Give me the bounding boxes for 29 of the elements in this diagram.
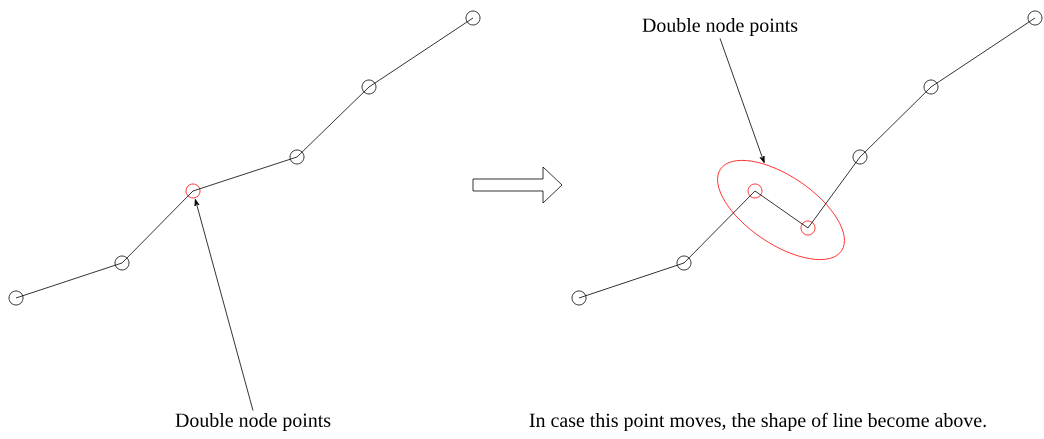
node-circle [923, 79, 939, 95]
node-circle [465, 10, 481, 26]
node-circle [114, 255, 130, 271]
node-circle [8, 290, 24, 306]
line-segment [807, 156, 861, 229]
line-segment [683, 190, 756, 264]
node-circle [185, 183, 201, 199]
line-segment [192, 156, 298, 192]
node-circle [747, 183, 763, 199]
line-segment [754, 190, 809, 229]
line-segment [368, 17, 474, 88]
node-circle [676, 255, 692, 271]
line-segment [15, 262, 123, 299]
arrow [194, 198, 254, 411]
node-label: Double node points [642, 17, 798, 36]
line-segment [121, 190, 194, 264]
node-circle [852, 149, 868, 165]
line-segment [930, 17, 1036, 88]
node-circle [1027, 10, 1043, 26]
line-segment [859, 86, 932, 158]
line-segment [578, 262, 685, 299]
line-segment [296, 86, 370, 158]
node-circle [361, 79, 377, 95]
node-circle [571, 290, 587, 306]
node-circle [800, 220, 816, 236]
node-label: Double node points [175, 412, 331, 431]
node-circle [289, 149, 305, 165]
arrow [719, 38, 765, 164]
caption-text: In case this point moves, the shape of line become above. [529, 412, 986, 432]
